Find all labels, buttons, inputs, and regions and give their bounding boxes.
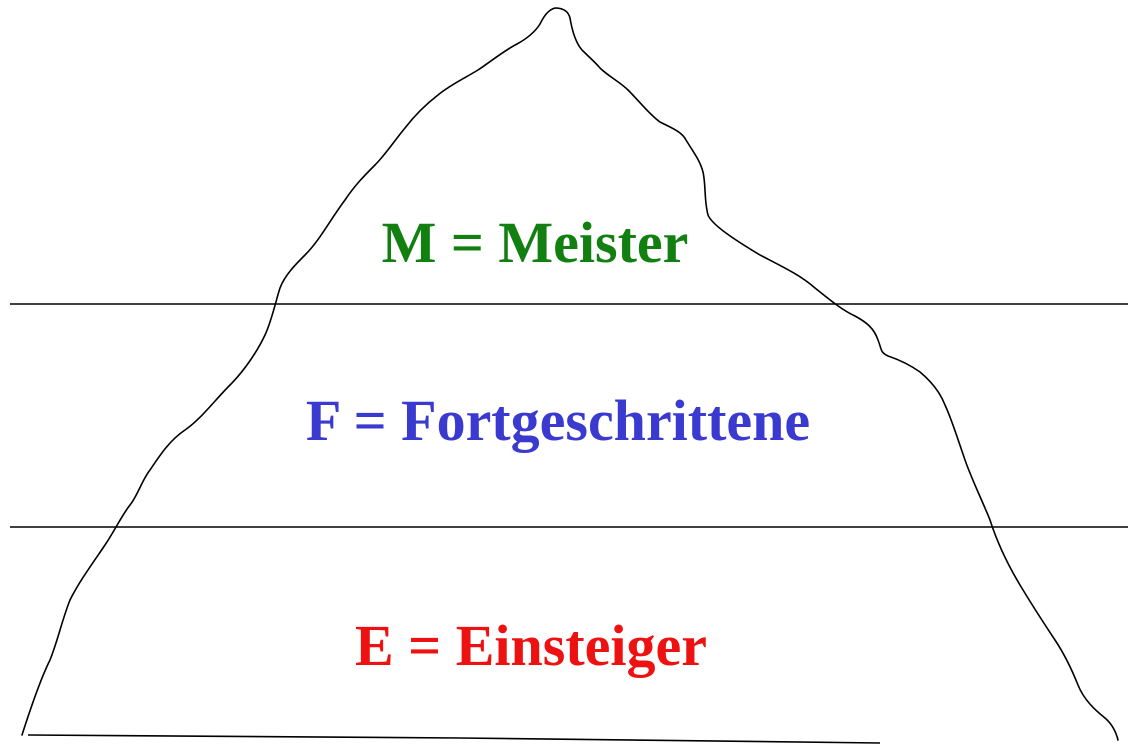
base-line [27,734,881,744]
level-label-fortgeschrittene: F = Fortgeschrittene [305,388,811,453]
iceberg-outline [21,7,1119,741]
level-label-einsteiger: E = Einsteiger [354,613,708,678]
level-label-meister: M = Meister [381,210,689,275]
